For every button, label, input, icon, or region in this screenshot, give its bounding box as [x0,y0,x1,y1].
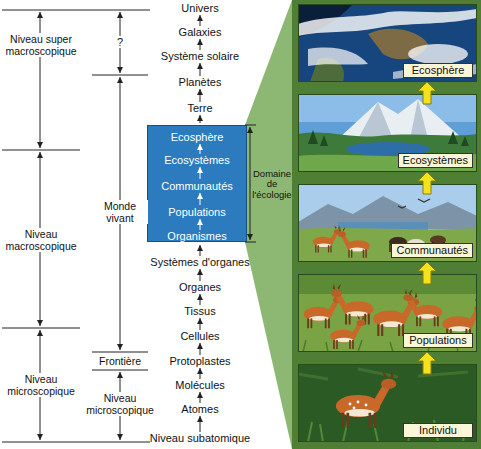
panel-tag: Individu [403,423,473,438]
scale-level: Protoplastes [137,355,263,368]
photo-panel: Ecosphère [298,4,477,82]
photo-panel: Communautés [298,184,477,262]
ecology-arrows [200,144,201,230]
level-name: Ecosystèmes [148,153,246,167]
scale-level: Organes [137,281,263,294]
deer-photo [298,364,477,442]
up-arrow [418,262,436,284]
panel-tag: Populations [403,333,473,348]
up-arrow [418,352,436,374]
photo-panel: Individu [298,364,477,442]
scale-level: Planètes [137,76,263,89]
scale-level: Univers [137,2,263,15]
ecology-box: EcosphèreEcosystèmesCommunautésPopulatio… [147,125,247,242]
scale-level: Atomes [137,403,263,416]
savanna-photo [298,184,477,262]
scale-range: Frontière [92,355,148,367]
level-name: Organismes [148,229,246,243]
scale-level: Niveau subatomique [137,432,263,445]
photo-panel: Ecosystèmes [298,94,477,172]
level-arrows [200,15,201,432]
scale-range: Niveau microscopique [2,373,80,397]
level-name: Communautés [148,179,246,193]
scale-range: Niveau super macroscopique [2,33,80,57]
photo-panel: Populations [298,274,477,352]
up-arrow [418,82,436,104]
scale-level: Molécules [137,379,263,392]
scale-level: Galaxies [137,26,263,39]
scale-level: Système solaire [137,50,263,63]
level-name: Populations [148,205,246,219]
level-name: Ecosphère [148,130,246,144]
scale-range: Niveau microscopique [86,392,154,416]
scale-range: ? [108,36,132,49]
panel-tag: Ecosystèmes [398,153,473,168]
scale-level: Systèmes d'organes [137,256,263,269]
landscape-photo [298,94,477,172]
scale-range: Monde vivant [92,200,148,224]
scale-level: Tissus [137,305,263,318]
panel-tag: Communautés [391,243,473,258]
range-arrows [40,12,250,440]
scale-range: Niveau macroscopique [2,228,80,252]
herd-photo [298,274,481,352]
scale-level: Terre [137,102,263,115]
bracket-label: Domaine de l'écologie [251,169,293,202]
scale-level: Cellules [137,330,263,343]
photo-backdrop [292,0,481,449]
bracket-ticks [2,10,256,442]
zoom-wedge [245,0,292,449]
earth-photo [298,4,477,82]
up-arrow [418,172,436,194]
panel-tag: Ecosphère [403,63,473,78]
